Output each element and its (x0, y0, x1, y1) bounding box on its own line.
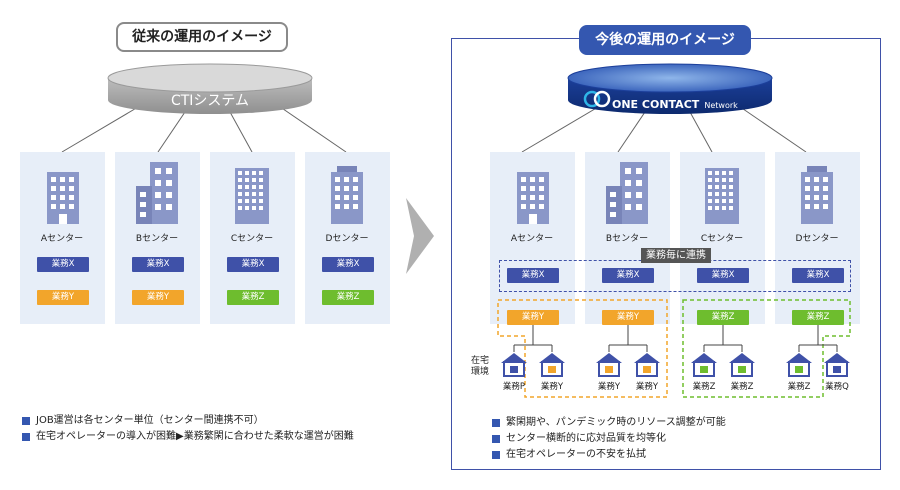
home-task-label: 業務Y (540, 382, 564, 392)
task-tag: 業務Z (697, 310, 749, 325)
task-tag: 業務X (37, 257, 89, 272)
center-label-c: Cセンター (700, 234, 744, 244)
task-tag: 業務Y (132, 290, 184, 305)
building-b-icon (136, 162, 178, 224)
task-tag: 業務X (132, 257, 184, 272)
building-c-icon (705, 168, 739, 224)
center-label-b: Bセンター (135, 234, 179, 244)
network-label-light: Network (704, 101, 738, 110)
bullet-square-icon (492, 419, 500, 427)
cti-system-cylinder (61, 63, 347, 153)
building-d-icon (331, 166, 363, 224)
house-icon (634, 353, 660, 377)
task-tag: 業務Z (322, 290, 374, 305)
home-task-label: 業務Z (787, 382, 811, 392)
bullet-text: 在宅オペレーターの導入が困難▶業務繁閑に合わせた柔軟な運営が困難 (36, 431, 354, 442)
right-title: 今後の運用のイメージ (579, 25, 751, 55)
home-task-label: 業務Z (730, 382, 754, 392)
right-bullet-list: 繁閑期や、パンデミック時のリソース調整が可能 センター横断的に応対品質を均等化 … (492, 415, 726, 463)
bullet-square-icon (492, 435, 500, 443)
house-icon (824, 353, 850, 377)
bullet-text: 繁閑期や、パンデミック時のリソース調整が可能 (506, 417, 726, 428)
home-task-label: 業務Z (692, 382, 716, 392)
building-c-icon (235, 168, 269, 224)
task-tag: 業務Y (37, 290, 89, 305)
building-b-icon (606, 162, 648, 224)
task-tag: 業務X (322, 257, 374, 272)
house-icon (786, 353, 812, 377)
building-a-icon (517, 172, 549, 224)
cti-system-label: CTIシステム (170, 93, 250, 109)
bullet-square-icon (492, 451, 500, 459)
home-task-label: 業務Y (635, 382, 659, 392)
cooperation-label: 業務毎に連携 (641, 248, 711, 263)
center-label-a: Aセンター (510, 234, 554, 244)
task-tag: 業務X (227, 257, 279, 272)
center-label-d: Dセンター (325, 234, 369, 244)
bullet-text: 在宅オペレーターの不安を払拭 (506, 449, 646, 460)
building-a-icon (47, 172, 79, 224)
house-icon (729, 353, 755, 377)
center-label-c: Cセンター (230, 234, 274, 244)
bullet-text: センター横断的に応対品質を均等化 (506, 433, 666, 444)
left-bullet-list: JOB運営は各センター単位（センター間連携不可） 在宅オペレーターの導入が困難▶… (22, 413, 354, 445)
left-title: 従来の運用のイメージ (116, 22, 288, 52)
one-contact-network-label: ONE CONTACT Network (612, 93, 738, 112)
task-tag: 業務Z (792, 310, 844, 325)
home-task-label: 業務Y (597, 382, 621, 392)
home-task-label: 業務P (502, 382, 526, 392)
one-contact-network-cylinder (521, 63, 807, 153)
transition-arrow-icon (406, 198, 434, 274)
task-tag: 業務X (507, 268, 559, 283)
bullet-square-icon (22, 433, 30, 441)
bullet-square-icon (22, 417, 30, 425)
task-tag: 業務X (792, 268, 844, 283)
house-icon (501, 353, 527, 377)
task-tag: 業務Y (602, 310, 654, 325)
remote-environment-label: 在宅 環境 (470, 356, 489, 377)
bullet-text: JOB運営は各センター単位（センター間連携不可） (36, 415, 264, 426)
task-tag: 業務X (602, 268, 654, 283)
task-tag: 業務Z (227, 290, 279, 305)
house-icon (539, 353, 565, 377)
task-tag: 業務X (697, 268, 749, 283)
house-icon (691, 353, 717, 377)
house-icon (596, 353, 622, 377)
center-label-a: Aセンター (40, 234, 84, 244)
network-label-strong: ONE CONTACT (612, 98, 700, 111)
building-d-icon (801, 166, 833, 224)
center-label-b: Bセンター (605, 234, 649, 244)
task-tag: 業務Y (507, 310, 559, 325)
center-label-d: Dセンター (795, 234, 839, 244)
home-task-label: 業務Q (825, 382, 849, 392)
